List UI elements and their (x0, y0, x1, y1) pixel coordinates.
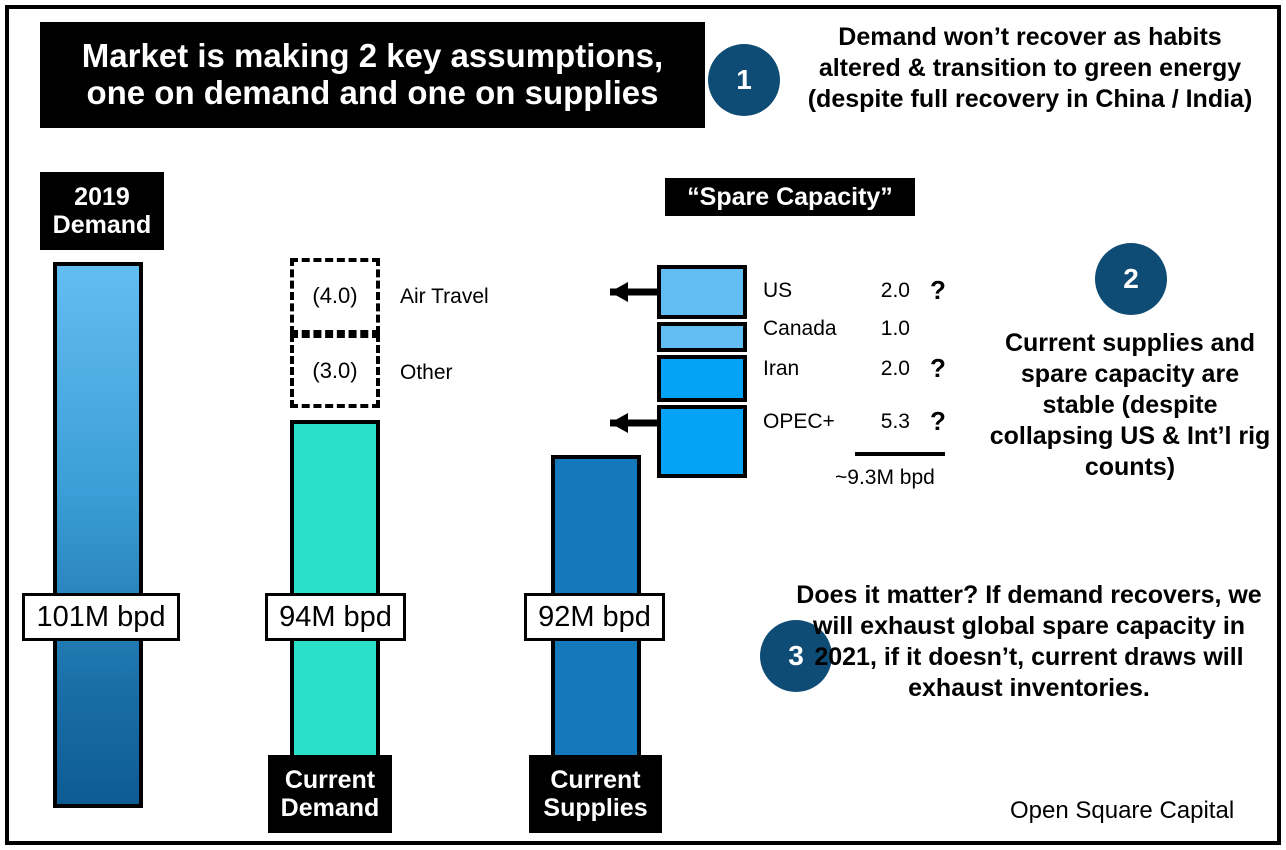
deduction-box-air-travel: (4.0) (290, 258, 380, 334)
spare-capacity-swatch-us (657, 265, 747, 319)
spare-capacity-value-canada: 1.0 (880, 317, 910, 340)
spare-capacity-value-iran: 2.0 (880, 357, 910, 380)
deduction-label-air-travel: Air Travel (400, 285, 489, 308)
spare-capacity-name-us: US (763, 279, 793, 302)
spare-capacity-swatch-canada (657, 322, 747, 352)
callout-text-3: Does it matter? If demand recovers, we w… (796, 581, 1262, 702)
spare-capacity-swatch-opec (657, 405, 747, 478)
bar-label-current-demand-line2: Demand (280, 794, 380, 822)
bar-label-current-supplies: Current Supplies (529, 755, 662, 833)
callout-text-1: Demand won’t recover as habits altered &… (807, 23, 1253, 113)
spare-capacity-header: “Spare Capacity” (665, 178, 915, 216)
callout-badge-3: 3 (760, 620, 832, 692)
spare-capacity-question-us: ? (930, 275, 946, 305)
spare-capacity-name-canada: Canada (763, 317, 837, 340)
spare-capacity-total-rule (855, 452, 945, 456)
bar-label-current-demand: Current Demand (268, 755, 392, 833)
bar-label-2019-line2: Demand (52, 211, 152, 239)
outer-border (5, 5, 1281, 845)
deduction-label-other: Other (400, 361, 453, 384)
bar-value-2019-demand: 101M bpd (22, 593, 180, 641)
bar-label-current-demand-line1: Current (284, 766, 376, 794)
spare-capacity-name-opec: OPEC+ (763, 410, 835, 433)
spare-capacity-question-opec: ? (930, 406, 946, 436)
callout-badge-1: 1 (708, 44, 780, 116)
bar-value-current-supplies: 92M bpd (524, 593, 665, 641)
bar-label-current-supplies-line1: Current (550, 766, 641, 794)
spare-capacity-value-opec: 5.3 (880, 410, 910, 433)
attribution-footer: Open Square Capital (1010, 797, 1235, 824)
spare-capacity-total: ~9.3M bpd (835, 466, 935, 489)
callout-badge-2: 2 (1095, 243, 1167, 315)
bar-2019-demand (53, 262, 143, 808)
spare-capacity-question-iran: ? (930, 353, 946, 383)
bar-label-2019-line1: 2019 (74, 183, 130, 211)
bar-value-current-demand: 94M bpd (265, 593, 406, 641)
spare-capacity-value-us: 2.0 (880, 279, 910, 302)
bar-label-2019-demand: 2019 Demand (40, 172, 164, 250)
deduction-box-other: (3.0) (290, 334, 380, 408)
callout-text-2: Current supplies and spare capacity are … (989, 329, 1271, 481)
spare-capacity-name-iran: Iran (763, 357, 800, 380)
bar-label-current-supplies-line2: Supplies (543, 794, 648, 822)
spare-capacity-swatch-iran (657, 355, 747, 402)
page-title: Market is making 2 key assumptions, one … (40, 22, 705, 128)
